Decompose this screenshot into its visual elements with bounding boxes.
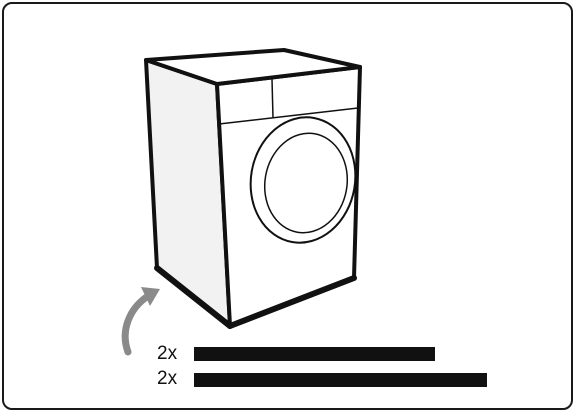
quantity-label: 2x	[157, 343, 178, 364]
quantity-label: 2x	[157, 368, 178, 389]
washing-machine-icon	[144, 48, 362, 329]
long-strip	[194, 373, 487, 387]
short-strip	[194, 347, 435, 361]
door-glass	[263, 132, 349, 234]
curved-arrow-icon	[121, 287, 160, 356]
